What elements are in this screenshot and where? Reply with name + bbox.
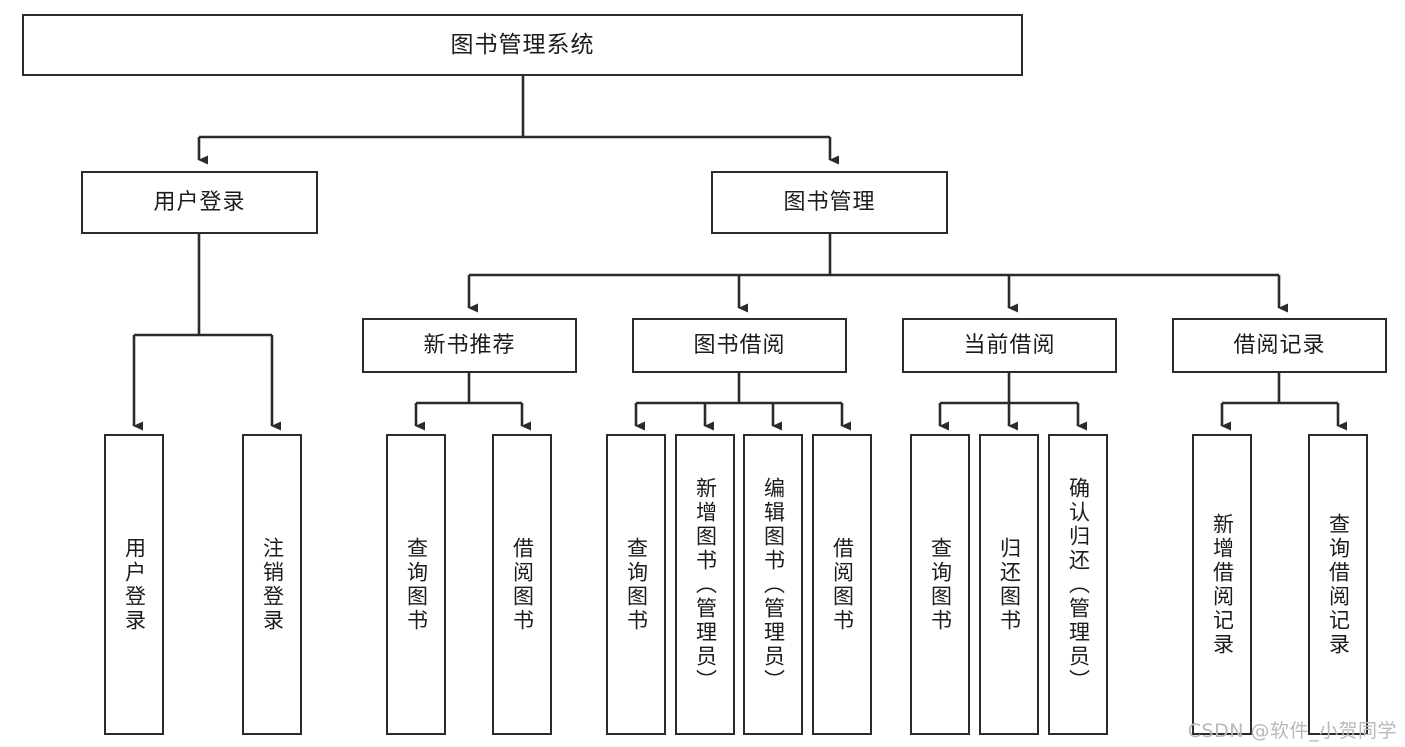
node-label: 图书借阅 bbox=[693, 332, 786, 358]
node-label: 查询借阅记录 bbox=[1326, 512, 1351, 657]
node-label: 确认归还（管理员） bbox=[1066, 476, 1091, 693]
node-new-book-recommendation[interactable]: 新书推荐 bbox=[362, 318, 577, 373]
node-label: 查询图书 bbox=[404, 536, 429, 633]
node-current-borrowing[interactable]: 当前借阅 bbox=[902, 318, 1117, 373]
node-label: 用户登录 bbox=[153, 189, 246, 215]
node-label: 归还图书 bbox=[997, 536, 1022, 633]
node-label: 图书管理 bbox=[783, 189, 876, 215]
leaf-confirm-return-admin[interactable]: 确认归还（管理员） bbox=[1048, 434, 1108, 735]
leaf-query-book-borrow[interactable]: 查询图书 bbox=[606, 434, 666, 735]
leaf-edit-book-admin[interactable]: 编辑图书（管理员） bbox=[743, 434, 803, 735]
node-label: 当前借阅 bbox=[963, 332, 1056, 358]
node-label: 用户登录 bbox=[122, 536, 147, 633]
leaf-query-book-current[interactable]: 查询图书 bbox=[910, 434, 970, 735]
node-label: 新书推荐 bbox=[423, 332, 516, 358]
leaf-query-book-newbook[interactable]: 查询图书 bbox=[386, 434, 446, 735]
leaf-query-borrow-record[interactable]: 查询借阅记录 bbox=[1308, 434, 1368, 735]
node-label: 借阅图书 bbox=[830, 536, 855, 633]
leaf-user-logout[interactable]: 注销登录 bbox=[242, 434, 302, 735]
leaf-user-login[interactable]: 用户登录 bbox=[104, 434, 164, 735]
node-label: 新增借阅记录 bbox=[1210, 512, 1235, 657]
node-label: 编辑图书（管理员） bbox=[761, 476, 786, 693]
node-label: 新增图书（管理员） bbox=[693, 476, 718, 693]
node-borrowing-record[interactable]: 借阅记录 bbox=[1172, 318, 1387, 373]
node-root-book-management-system[interactable]: 图书管理系统 bbox=[22, 14, 1023, 76]
node-book-borrowing[interactable]: 图书借阅 bbox=[632, 318, 847, 373]
node-label: 借阅记录 bbox=[1233, 332, 1326, 358]
leaf-return-book[interactable]: 归还图书 bbox=[979, 434, 1039, 735]
leaf-borrow-book-newbook[interactable]: 借阅图书 bbox=[492, 434, 552, 735]
node-label: 图书管理系统 bbox=[450, 31, 595, 58]
node-label: 借阅图书 bbox=[510, 536, 535, 633]
node-book-management[interactable]: 图书管理 bbox=[711, 171, 948, 234]
node-label: 查询图书 bbox=[624, 536, 649, 633]
node-user-login[interactable]: 用户登录 bbox=[81, 171, 318, 234]
csdn-watermark: CSDN @软件_小贺同学 bbox=[1187, 720, 1397, 742]
node-label: 查询图书 bbox=[928, 536, 953, 633]
node-label: 注销登录 bbox=[260, 536, 285, 633]
leaf-add-book-admin[interactable]: 新增图书（管理员） bbox=[675, 434, 735, 735]
leaf-add-borrow-record[interactable]: 新增借阅记录 bbox=[1192, 434, 1252, 735]
leaf-borrow-book[interactable]: 借阅图书 bbox=[812, 434, 872, 735]
